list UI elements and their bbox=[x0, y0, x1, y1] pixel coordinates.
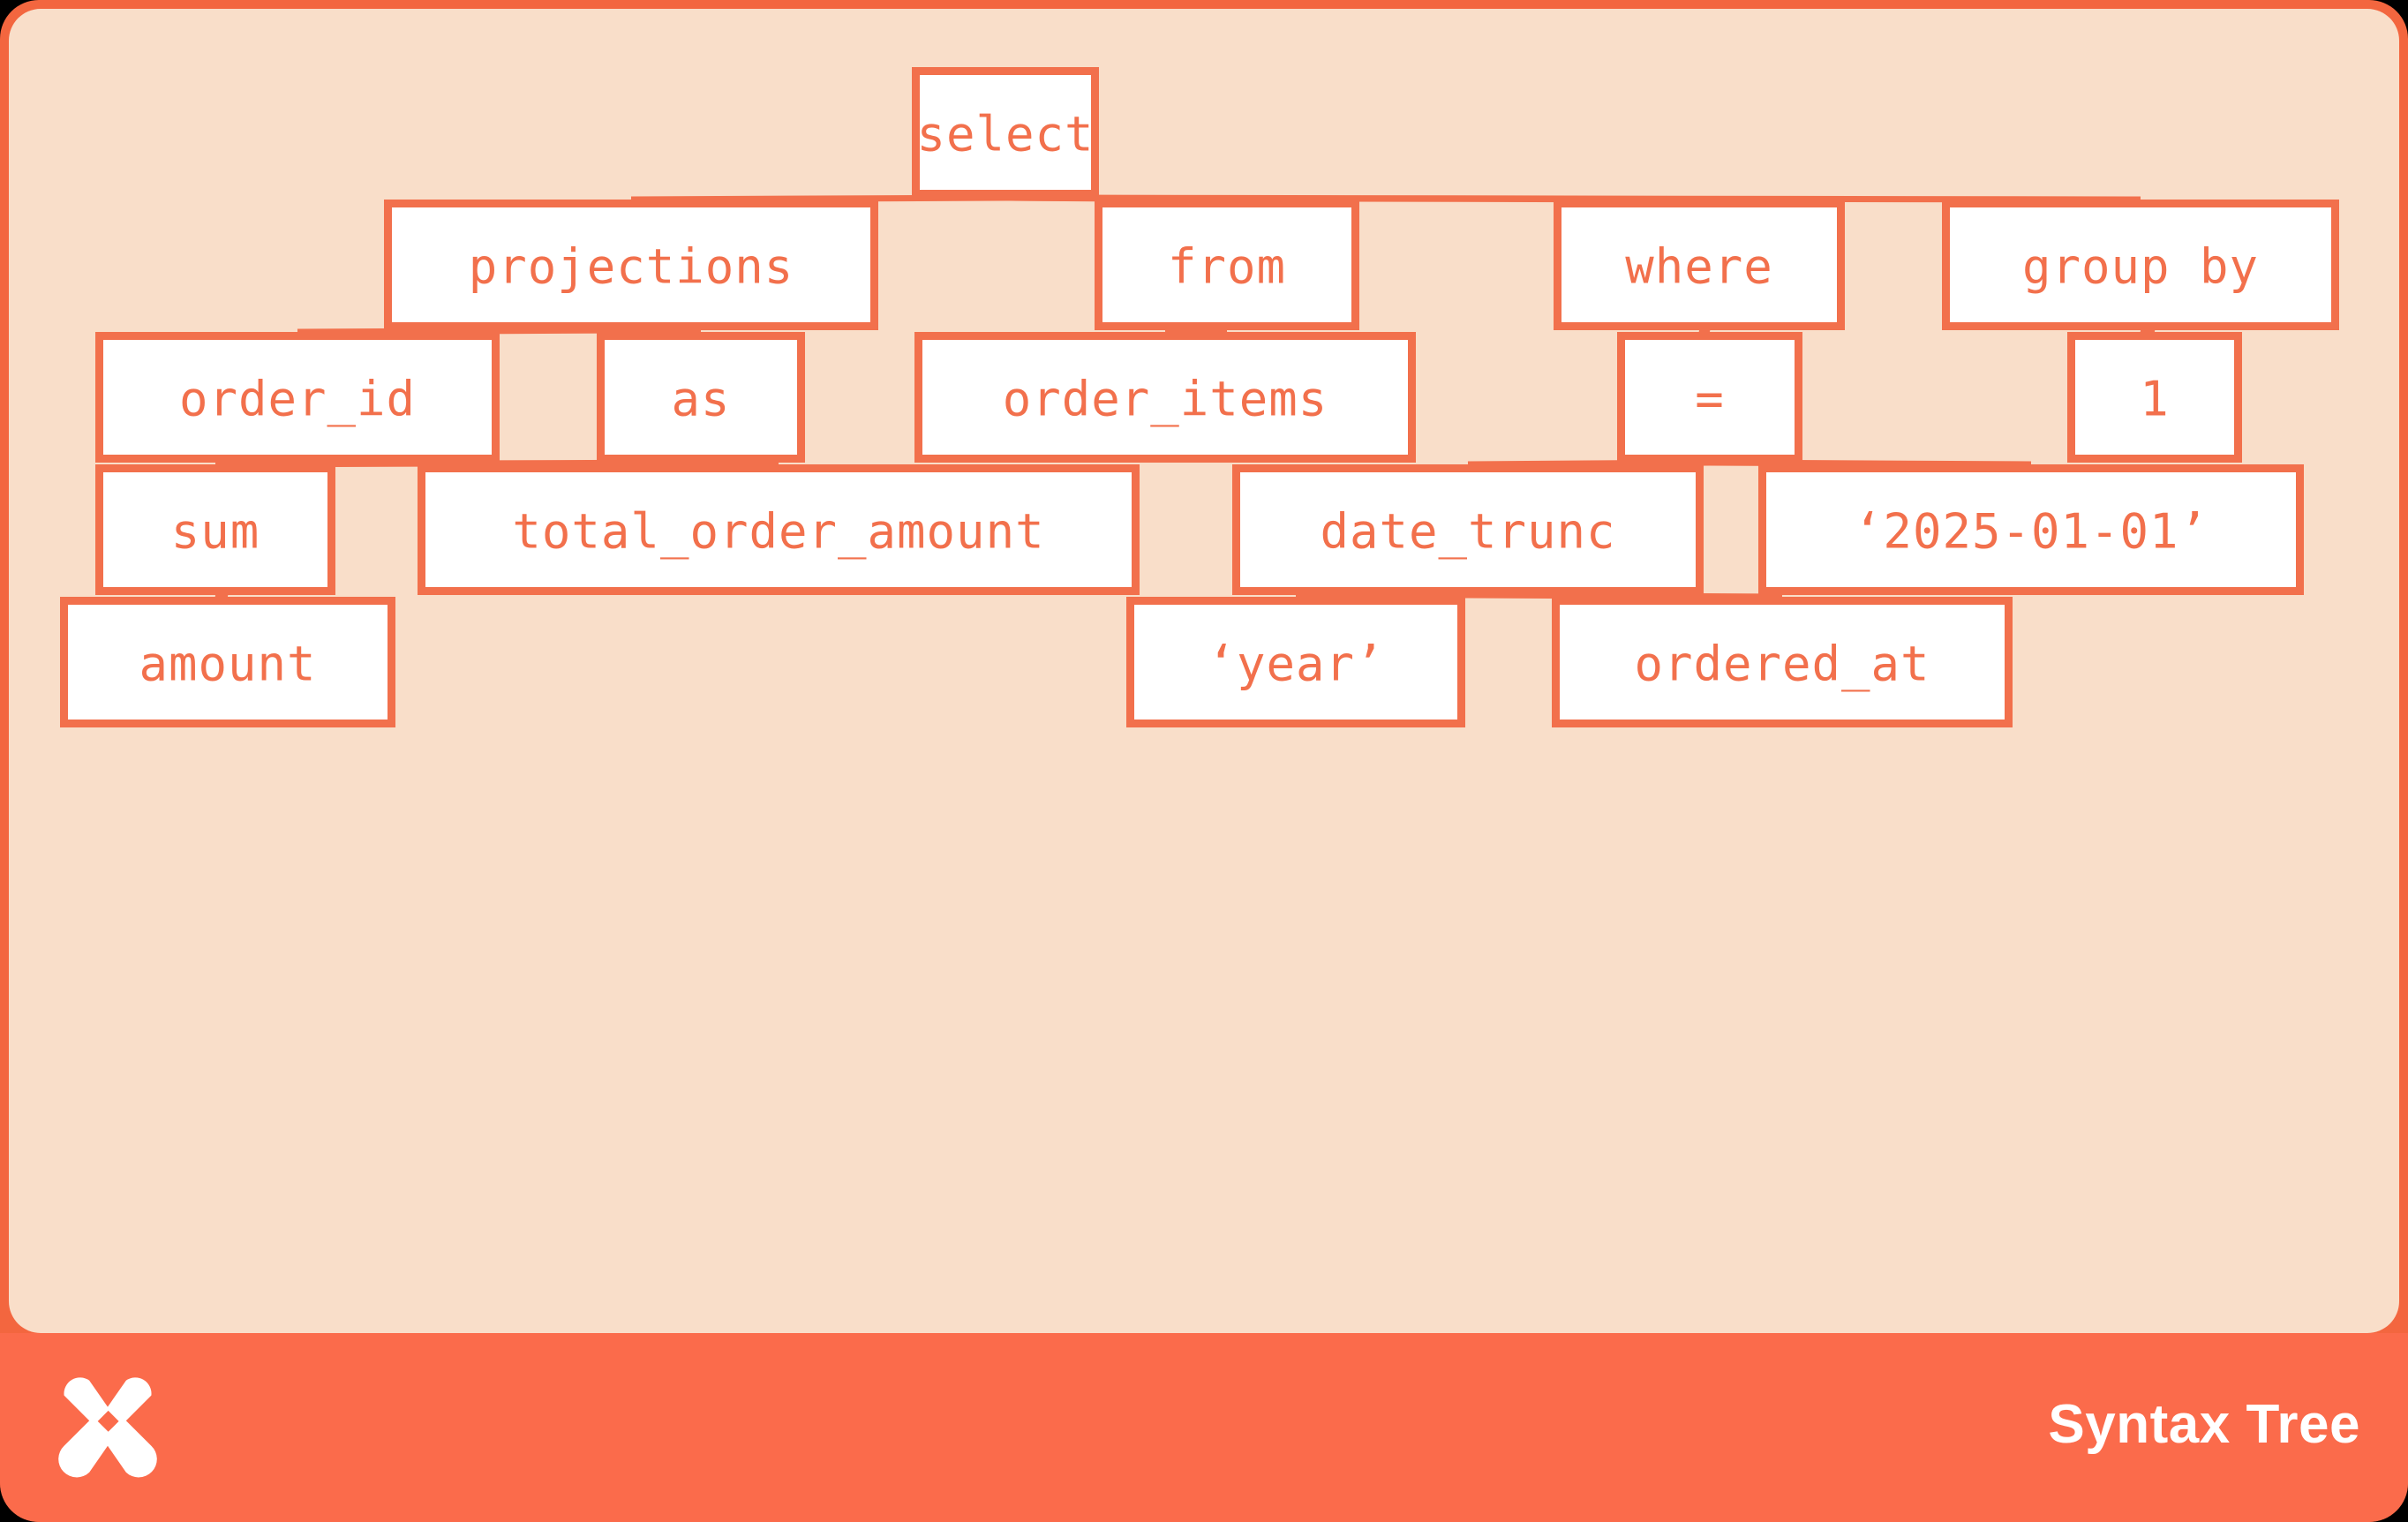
tree-node-box bbox=[95, 464, 335, 595]
tree-node-label: ordered_at bbox=[1634, 637, 1930, 692]
tree-node-label: sum bbox=[171, 504, 260, 560]
tree-node-label: projections bbox=[469, 239, 794, 295]
footer-title: Syntax Tree bbox=[2048, 1394, 2360, 1455]
tree-node-label: as bbox=[671, 372, 730, 427]
tree-node-label: ‘2025-01-01’ bbox=[1854, 504, 2209, 560]
tree-edge bbox=[630, 194, 1006, 203]
tree-node-box bbox=[418, 464, 1140, 595]
tree-node-order_id[interactable]: order_id bbox=[95, 332, 500, 463]
tree-node-box bbox=[1758, 464, 2304, 595]
tree-node-select[interactable]: select bbox=[912, 67, 1099, 198]
tree-node-label: total_order_amount bbox=[512, 504, 1044, 560]
tree-edge bbox=[700, 459, 779, 468]
tree-node-eq[interactable]: = bbox=[1617, 332, 1802, 463]
tree-node-label: select bbox=[916, 107, 1094, 162]
tree-node-sum[interactable]: sum bbox=[95, 464, 335, 595]
tree-node-one[interactable]: 1 bbox=[2067, 332, 2242, 463]
tree-edge bbox=[214, 459, 702, 468]
tree-edge bbox=[1295, 591, 1469, 600]
tree-node-box bbox=[384, 200, 878, 330]
tree-edge bbox=[630, 327, 702, 335]
tree-edge bbox=[1005, 194, 2141, 203]
tree-node-group_by[interactable]: group by bbox=[1942, 200, 2339, 330]
tree-node-label: date_trunc bbox=[1320, 504, 1615, 560]
tree-node-label: from bbox=[1168, 239, 1286, 295]
tree-node-where[interactable]: where bbox=[1554, 200, 1845, 330]
tree-edge bbox=[1709, 459, 2032, 468]
tree-node-box bbox=[1554, 200, 1845, 330]
tree-edge bbox=[1467, 591, 1783, 600]
x-star-logo-icon bbox=[46, 1366, 169, 1489]
tree-node-box bbox=[1232, 464, 1704, 595]
tree-node-label: order_items bbox=[1003, 372, 1328, 427]
tree-edge bbox=[1467, 459, 1711, 468]
tree-node-box bbox=[914, 332, 1416, 463]
tree-edge bbox=[2140, 327, 2156, 335]
tree-node-box bbox=[95, 332, 500, 463]
tree-node-label: 1 bbox=[2140, 372, 2170, 427]
tree-node-box bbox=[1095, 200, 1359, 330]
tree-edge bbox=[1698, 327, 1711, 335]
tree-node-label: order_id bbox=[179, 372, 416, 427]
tree-edge bbox=[297, 327, 632, 335]
tree-node-projections[interactable]: projections bbox=[384, 200, 878, 330]
tree-node-box bbox=[1942, 200, 2339, 330]
tree-node-label: amount bbox=[139, 637, 316, 692]
tree-node-total_order_amount[interactable]: total_order_amount bbox=[418, 464, 1140, 595]
tree-edge bbox=[214, 591, 229, 600]
syntax-tree-canvas: select projections from where group by order_… bbox=[60, 67, 2339, 727]
tree-node-box bbox=[60, 597, 395, 727]
tree-node-year_literal[interactable]: ‘year’ bbox=[1126, 597, 1465, 727]
tree-nodes: select projections from where group by order_… bbox=[60, 67, 2339, 727]
tree-node-date_literal[interactable]: ‘2025-01-01’ bbox=[1758, 464, 2304, 595]
x-star-logo-glyph bbox=[58, 1377, 157, 1478]
tree-edge bbox=[1164, 327, 1228, 335]
tree-node-box bbox=[1552, 597, 2013, 727]
tree-node-label: = bbox=[1695, 372, 1725, 427]
tree-edges bbox=[214, 194, 2156, 600]
tree-node-box bbox=[1126, 597, 1465, 727]
tree-node-box bbox=[2067, 332, 2242, 463]
tree-node-label: ‘year’ bbox=[1207, 637, 1384, 692]
tree-node-as[interactable]: as bbox=[597, 332, 805, 463]
tree-node-amount[interactable]: amount bbox=[60, 597, 395, 727]
tree-node-box bbox=[597, 332, 805, 463]
tree-node-label: group by bbox=[2022, 239, 2259, 295]
tree-node-ordered_at[interactable]: ordered_at bbox=[1552, 597, 2013, 727]
tree-node-order_items[interactable]: order_items bbox=[914, 332, 1416, 463]
diagram-panel: select projections from where group by order_… bbox=[9, 9, 2399, 1333]
tree-node-box bbox=[912, 67, 1099, 198]
footer-bar: Syntax Tree bbox=[0, 1333, 2408, 1522]
tree-node-date_trunc[interactable]: date_trunc bbox=[1232, 464, 1704, 595]
tree-node-box bbox=[1617, 332, 1802, 463]
tree-node-label: where bbox=[1625, 239, 1773, 295]
tree-node-from[interactable]: from bbox=[1095, 200, 1359, 330]
